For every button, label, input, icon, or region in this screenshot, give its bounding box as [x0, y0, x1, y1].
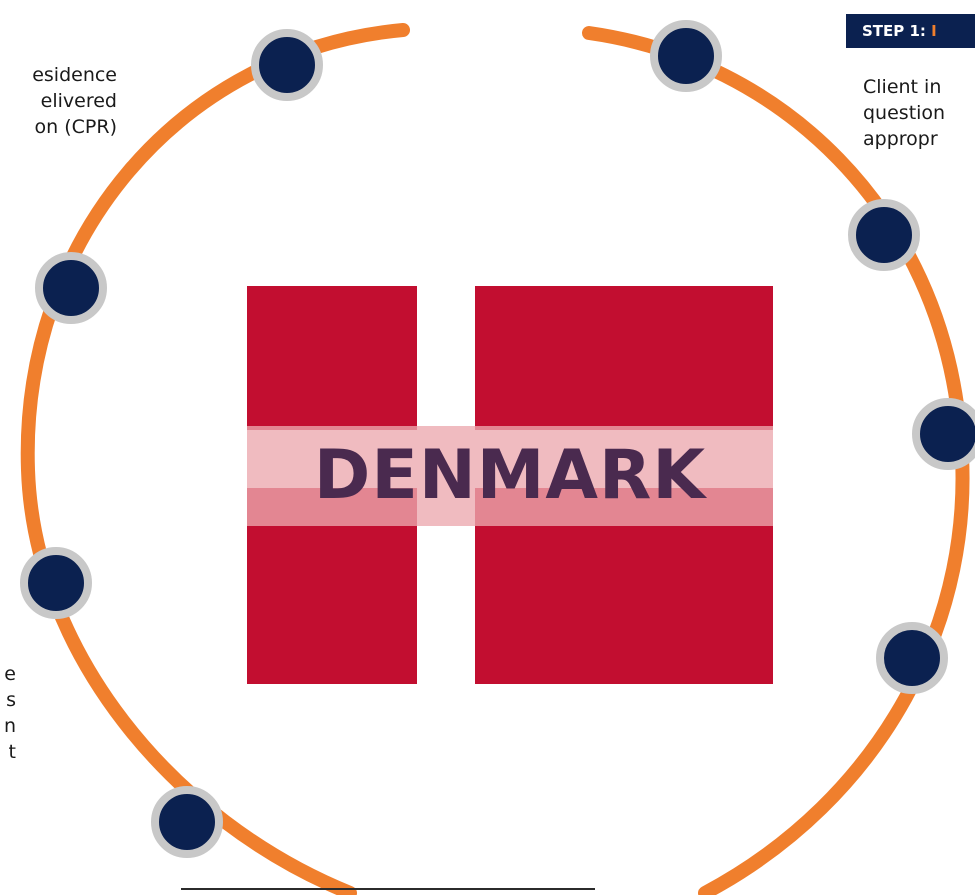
left-text-bottom-line: s	[6, 689, 16, 711]
left-text-bottom-line: n	[3, 715, 16, 737]
left-text-top-line: on (CPR)	[34, 116, 117, 138]
step-node-4	[35, 252, 107, 324]
denmark-flag: DENMARK	[247, 286, 773, 684]
step-1-banner: STEP 1: I	[846, 14, 975, 48]
step-node-3	[848, 199, 920, 271]
left-step-description-top: esidence elivered on (CPR)	[32, 62, 117, 140]
step-node-5	[912, 398, 975, 470]
step-1-description-line: appropr	[863, 128, 938, 150]
step-1-description-line: question	[863, 102, 946, 124]
step-node-6	[20, 547, 92, 619]
step-1-title-accent: I	[931, 22, 937, 40]
step-node-8	[151, 786, 223, 858]
bottom-divider	[181, 888, 595, 890]
country-title: DENMARK	[313, 436, 707, 515]
step-node-7	[876, 622, 948, 694]
step-node-1	[251, 29, 323, 101]
step-node-2	[650, 20, 722, 92]
step-1-label: STEP 1:	[862, 22, 932, 40]
step-1-description: Client in question appropr	[863, 74, 945, 152]
left-step-description-bottom: e s n t	[4, 661, 16, 765]
step-1-description-line: Client in	[863, 76, 942, 98]
left-text-top-line: elivered	[40, 90, 117, 112]
left-text-bottom-line: e	[4, 663, 16, 685]
flag-title-band	[247, 426, 773, 526]
left-text-bottom-line: t	[8, 741, 16, 763]
left-text-top-line: esidence	[32, 64, 117, 86]
